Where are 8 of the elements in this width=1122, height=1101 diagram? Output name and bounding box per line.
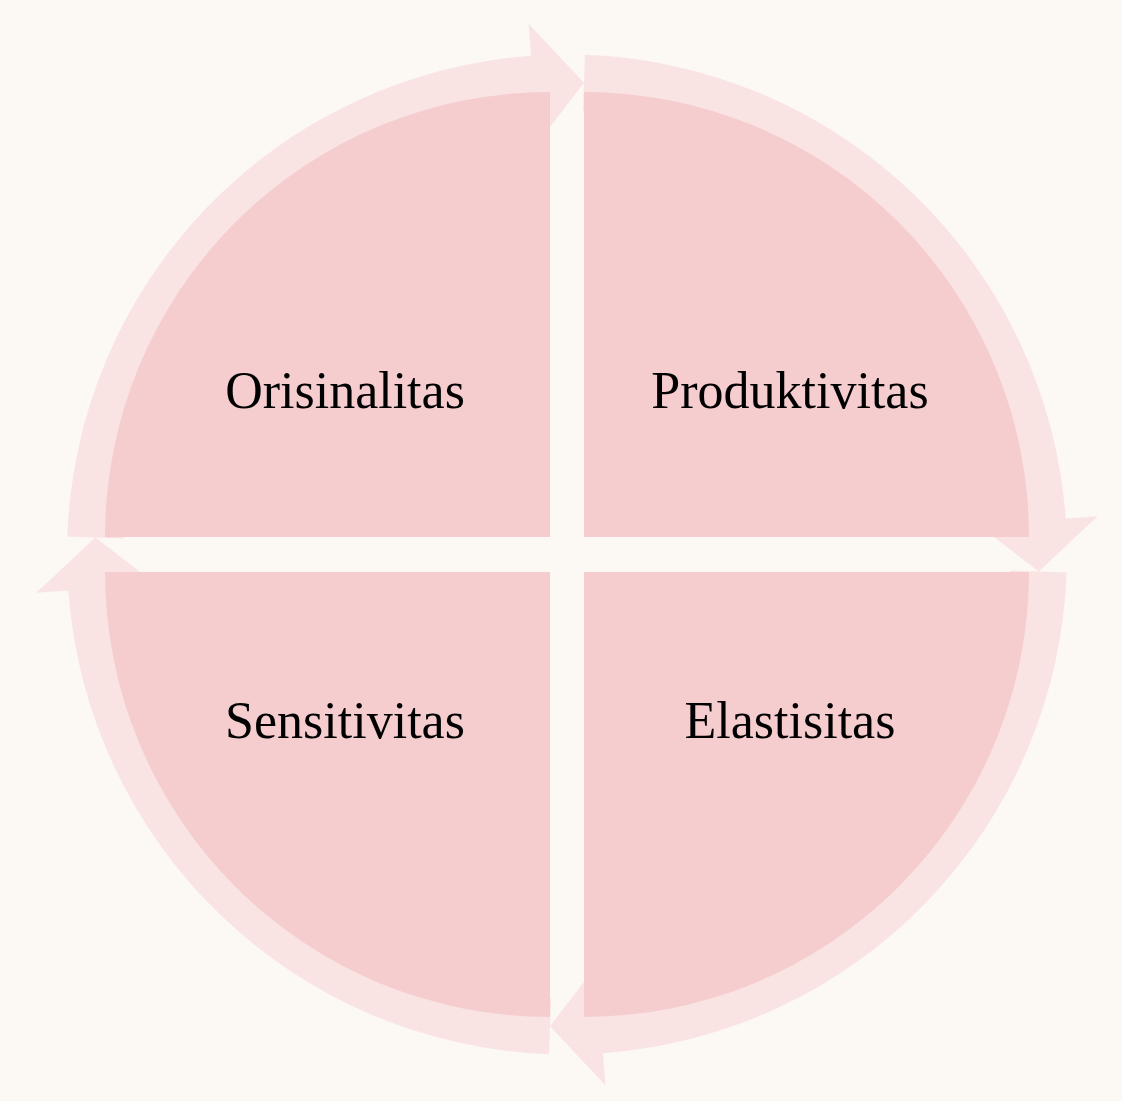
quadrant-segment <box>105 572 550 1017</box>
segment-label: Orisinalitas <box>225 360 465 420</box>
segment-label: Elastisitas <box>684 690 896 750</box>
segment-label: Produktivitas <box>651 360 929 420</box>
quadrant-segment <box>584 572 1029 1017</box>
segment-label: Sensitivitas <box>225 690 465 750</box>
quadrant-segment <box>584 92 1029 537</box>
quadrant-segment <box>105 92 550 537</box>
